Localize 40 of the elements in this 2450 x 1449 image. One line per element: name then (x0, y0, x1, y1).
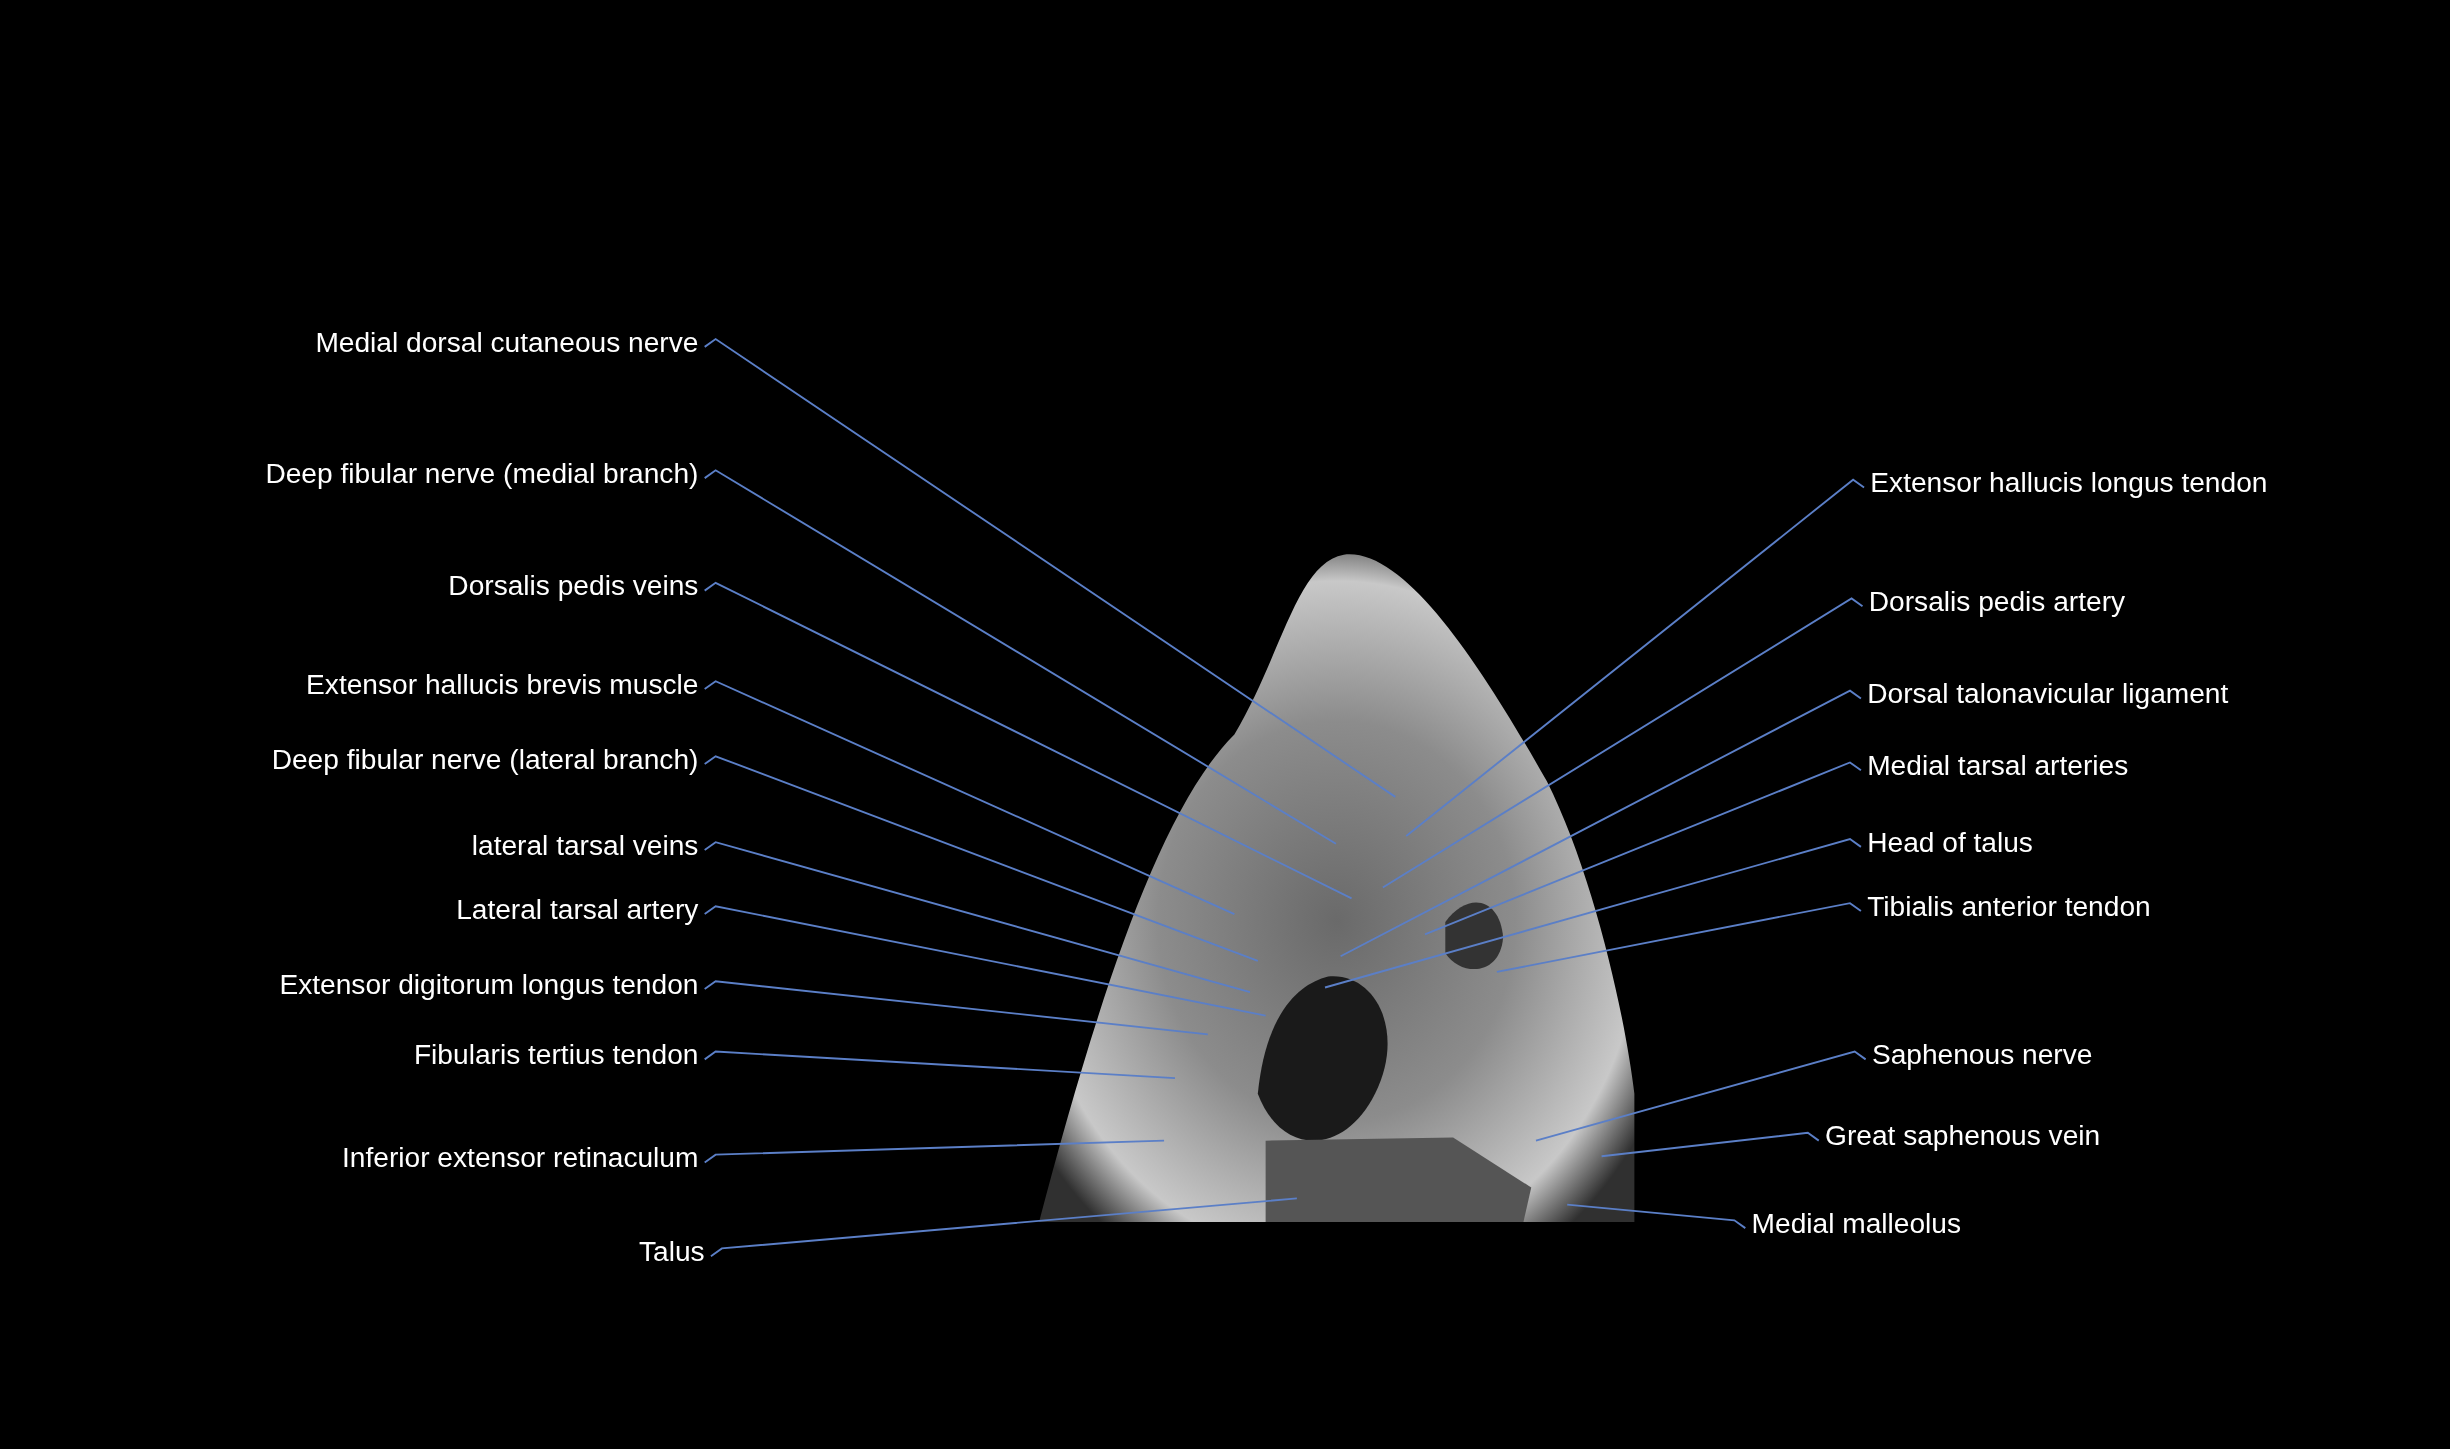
structure-label: Medial tarsal arteries (1867, 748, 2129, 783)
structure-label: Tibialis anterior tendon (1867, 889, 2151, 924)
leader-line (1535, 1050, 1867, 1142)
structure-label: Extensor hallucis longus tendon (1870, 465, 2268, 500)
structure-label: Dorsal talonavicular ligament (1867, 676, 2229, 711)
leader-line (703, 980, 1209, 1036)
structure-label: Great saphenous vein (1825, 1118, 2101, 1154)
leader-line (703, 755, 1259, 962)
leader-line (1424, 761, 1862, 936)
structure-label: Deep fibular nerve (medial branch) (265, 456, 699, 491)
leader-line (1495, 902, 1862, 973)
leader-line (703, 905, 1267, 1017)
structure-label: Lateral tarsal artery (456, 892, 699, 927)
leader-line (1381, 597, 1864, 889)
leader-line (703, 1139, 1165, 1164)
leader-line (703, 841, 1251, 994)
leader-line (703, 581, 1353, 900)
leader-line (1339, 689, 1862, 958)
structure-label: Fibularis tertius tendon (413, 1037, 699, 1072)
leader-line (703, 337, 1397, 798)
structure-label: Medial dorsal cutaneous nerve (315, 325, 699, 360)
leader-line (703, 680, 1236, 915)
structure-label: Deep fibular nerve (lateral branch) (271, 742, 699, 777)
leader-line (703, 1050, 1176, 1080)
structure-label: Dorsalis pedis artery (1868, 584, 2126, 619)
structure-label: Extensor digitorum longus tendon (279, 967, 699, 1002)
leader-line (1600, 1131, 1820, 1158)
structure-label: Saphenous nerve (1871, 1037, 2093, 1072)
structure-label: Head of talus (1867, 825, 2033, 860)
leader-line (1566, 1203, 1747, 1230)
structure-label: Talus (639, 1234, 705, 1269)
structure-label: lateral tarsal veins (471, 828, 699, 863)
structure-label: Dorsalis pedis veins (448, 568, 699, 604)
leader-line (1324, 838, 1862, 989)
leader-line (703, 469, 1337, 845)
structure-label: Medial malleolus (1751, 1206, 1962, 1241)
structure-label: Extensor hallucis brevis muscle (306, 667, 699, 702)
structure-label: Inferior extensor retinaculum (342, 1140, 699, 1175)
leader-line (710, 1197, 1298, 1258)
leader-line (1405, 478, 1865, 837)
